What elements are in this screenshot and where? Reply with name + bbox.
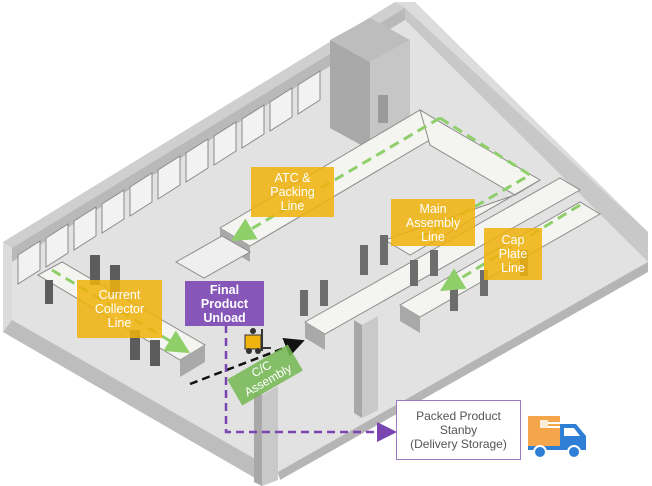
main-assembly-line-label: Main Assembly Line [391, 199, 475, 246]
process-flow-green [51, 116, 581, 354]
forklift-icon [244, 328, 271, 354]
packed-product-standby-label: Packed Product Stanby (Delivery Storage) [396, 400, 521, 460]
building-shell [3, 2, 648, 480]
pillars [254, 316, 378, 486]
main-assembly-conveyor [300, 177, 581, 350]
atc-packing-line-label: ATC & Packing Line [251, 167, 334, 217]
wall-windows [17, 70, 321, 285]
current-collector-line-label: Current Collector Line [77, 280, 162, 338]
delivery-truck-icon [528, 416, 586, 459]
final-product-unload-label: Final Product Unload [185, 281, 264, 326]
cap-plate-line-label: Cap Plate Line [484, 228, 542, 280]
delivery-flow-arrow [224, 325, 397, 442]
